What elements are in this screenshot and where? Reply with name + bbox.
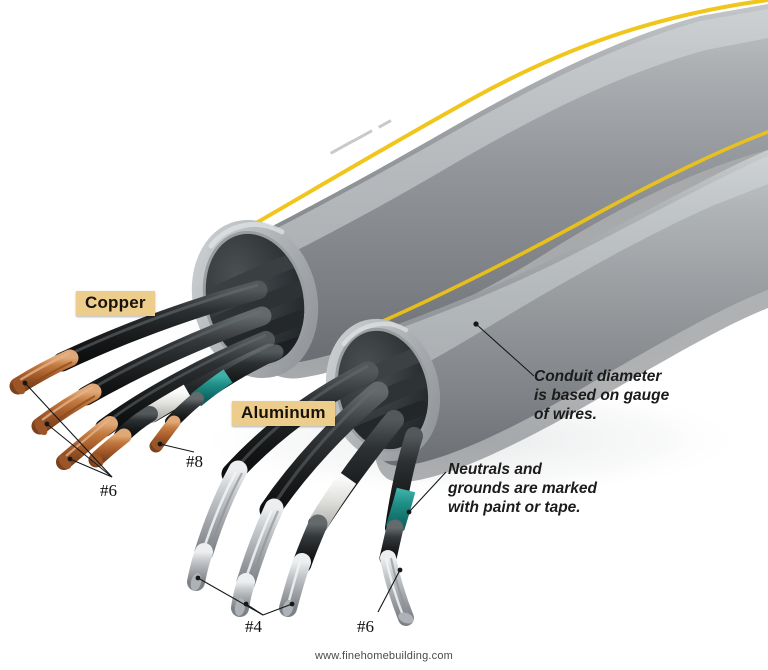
gauge-label-aluminum-6: #6: [357, 617, 374, 636]
leader-aluminum-4: [195, 575, 295, 616]
annotation-neutrals-grounds: Neutrals and grounds are marked with pai…: [448, 461, 598, 516]
conduit-lower-underside: [373, 290, 768, 482]
leader-conduit-diameter: [473, 321, 535, 377]
copper-wire-2: [31, 306, 272, 436]
conduit-upper-body: [252, 4, 768, 363]
conduit-upper-highlight: [256, 9, 768, 268]
source-credit: www.finehomebuilding.com: [314, 650, 454, 662]
copper-wire-teal-taped: [149, 344, 284, 453]
gauge-label-aluminum-4: #4: [245, 617, 262, 636]
conduit-upper-print: [330, 119, 392, 155]
gauge-label-copper-8: #8: [186, 452, 203, 471]
label-aluminum: Aluminum: [232, 401, 335, 426]
aluminum-wire-2: [231, 381, 389, 617]
leader-copper-8: [157, 441, 195, 453]
conduit-lower-rim-specular: [341, 321, 409, 347]
leader-copper-6: [22, 380, 113, 478]
annotation-conduit-diameter: Conduit diameter is based on gauge of wi…: [534, 368, 670, 423]
conduit-lower-yellow-stripe: [370, 130, 768, 328]
conduit-upper-underside: [252, 150, 768, 379]
conduit-lower-body: [373, 150, 768, 466]
leader-lines: [22, 321, 535, 616]
copper-wire-bundle: [9, 280, 284, 470]
copper-wire-3: [56, 331, 275, 470]
aluminum-wire-teal-taped: [379, 427, 423, 626]
conduit-upper-yellow-stripe: [228, 0, 768, 240]
gauge-label-copper-6: #6: [100, 481, 117, 500]
copper-wire-1: [9, 280, 268, 395]
conduit-upper-rim-specular: [208, 222, 285, 249]
aluminum-wire-white-taped: [279, 410, 404, 617]
leader-neutrals: [406, 471, 447, 515]
leader-aluminum-6: [377, 567, 403, 613]
label-copper: Copper: [76, 291, 155, 316]
